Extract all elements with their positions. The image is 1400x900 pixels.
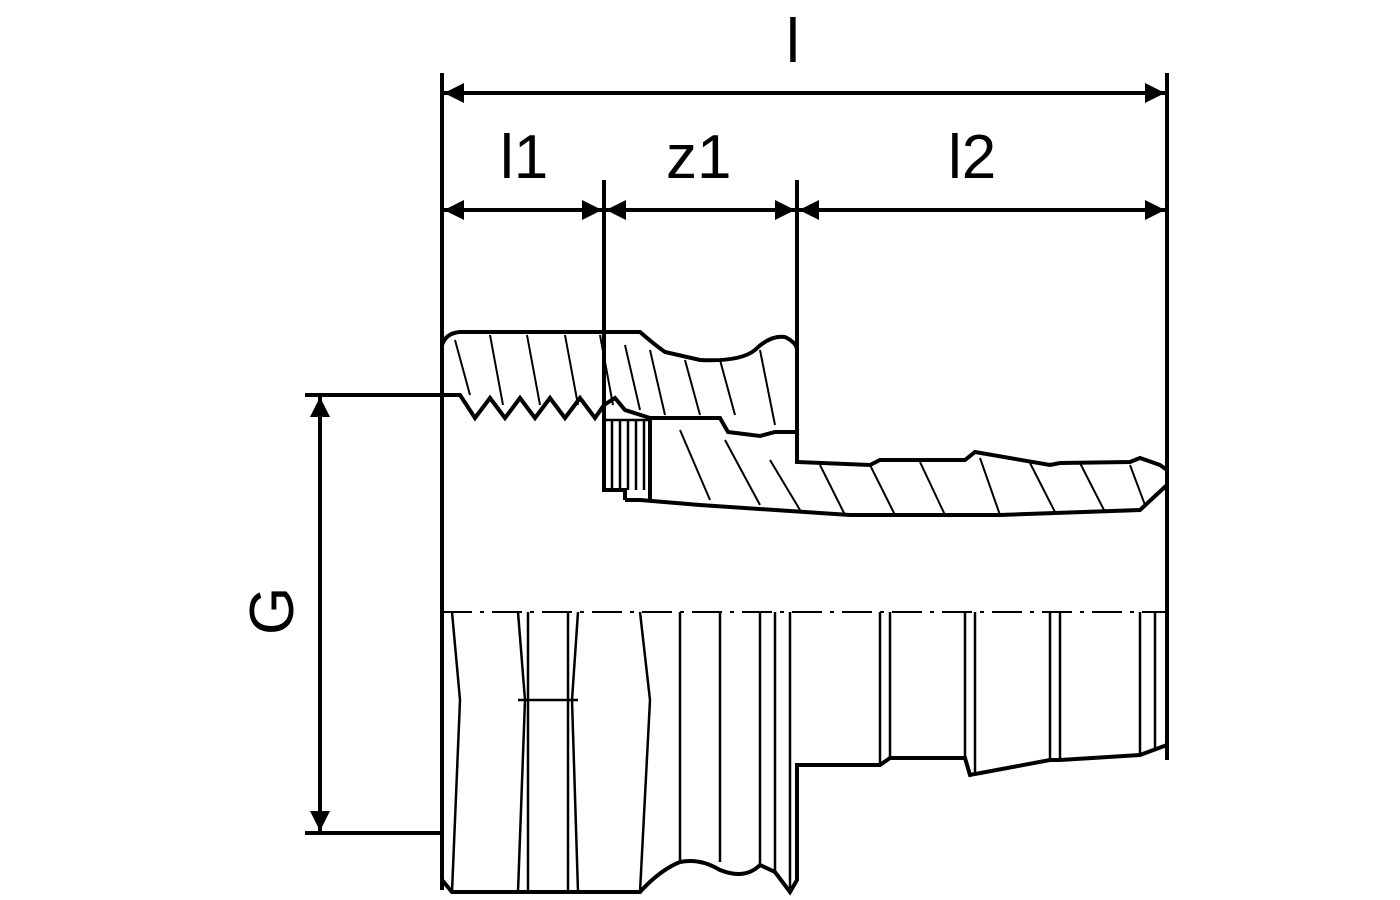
label-z1: z1 [666, 123, 731, 192]
dimension-lines [310, 83, 1165, 831]
section-view [440, 330, 1169, 517]
label-G: G [238, 587, 307, 635]
extension-lines [305, 73, 1169, 890]
label-l: l [786, 7, 800, 76]
label-l2: l2 [948, 123, 996, 192]
exterior-view [440, 611, 1169, 896]
label-l1: l1 [500, 123, 548, 192]
